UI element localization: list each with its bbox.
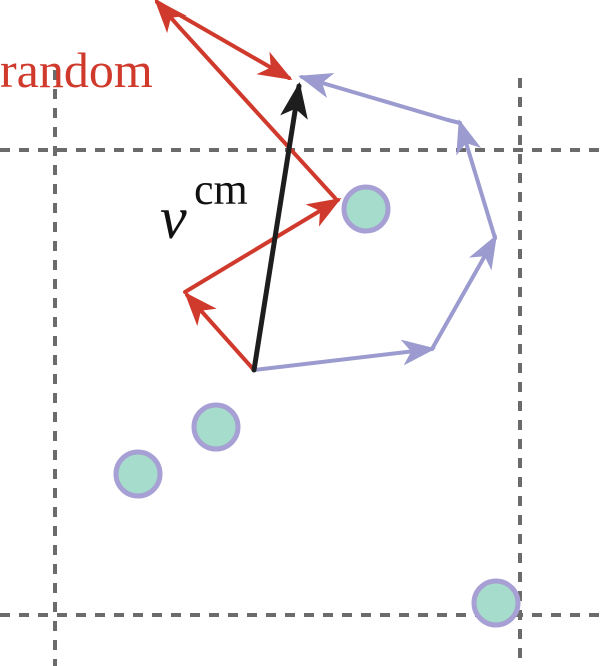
cm-velocity-arrow (251, 82, 308, 373)
random-label: random (0, 42, 153, 98)
velocity-symbol-label: v (160, 185, 187, 251)
particles (113, 184, 521, 628)
blue-segment (446, 118, 462, 125)
red-segment (178, 26, 337, 200)
blue-arrow (430, 234, 497, 351)
red-arrow (155, 0, 293, 80)
blue-arrow (456, 119, 497, 240)
particle (471, 578, 521, 628)
particle (191, 402, 241, 452)
blue-arrow (298, 73, 450, 122)
blue-arrow (252, 339, 436, 372)
blue-path (252, 73, 497, 372)
red-arrow (183, 197, 342, 294)
particle (341, 184, 391, 234)
red-arrow (184, 292, 256, 372)
particle (113, 449, 163, 499)
red-path (154, 0, 342, 372)
velocity-superscript-label: cm (194, 165, 248, 214)
